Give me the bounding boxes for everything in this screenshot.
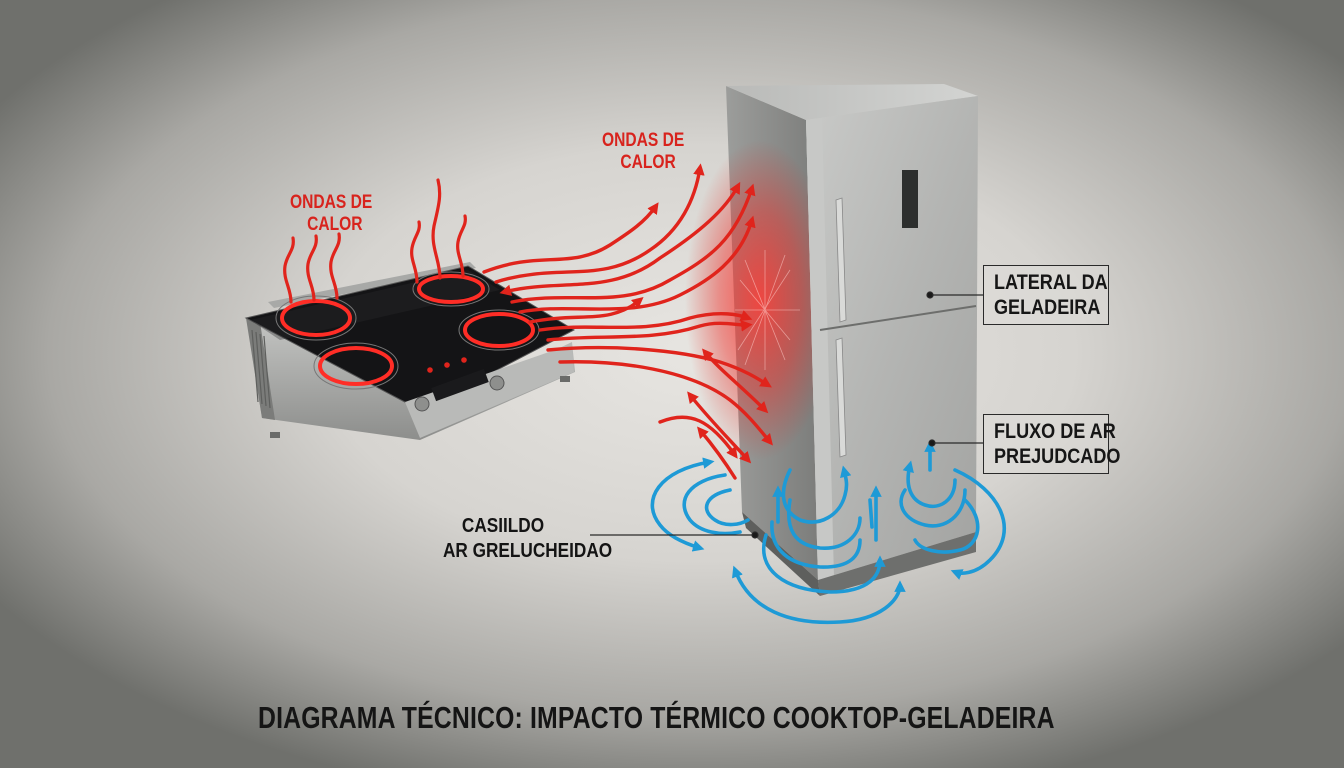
label-heat-waves-between: ONDAS DE CALOR [602,130,684,175]
cooktop [244,262,576,440]
callout-airflow-impaired: FLUXO DE AR PREJUDCADO [983,414,1121,475]
callout-fridge-side: LATERAL DA GELADEIRA [983,265,1109,326]
cooktop-display [431,368,489,402]
callout-line: GELADEIRA [994,296,1101,320]
fridge-display [902,170,918,228]
label-line: CALOR [620,152,676,174]
callout-line: PREJUDCADO [994,445,1121,469]
label-line: ONDAS DE [290,192,373,213]
label-line: CALOR [307,214,363,236]
knob-left [414,396,430,412]
label-heat-waves-cooktop: ONDAS DE CALOR [290,192,372,237]
callout-line: AR GRELUCHEIDAO [443,540,613,562]
callout-line: LATERAL DA [994,271,1108,294]
heat-rising-lines [283,178,467,304]
callout-line: FLUXO DE AR [994,420,1116,443]
knob-right [489,375,505,391]
label-line: ONDAS DE [602,130,685,151]
callout-leaders [590,291,983,539]
burners [275,271,540,390]
refrigerator [685,84,978,596]
heat-wave-arrows [482,163,773,480]
diagram-title: DIAGRAMA TÉCNICO: IMPACTO TÉRMICO COOKTO… [258,700,1055,735]
airflow-arrows [650,440,1007,625]
callout-hot-air: CASIILDO AR GRELUCHEIDAO [443,514,640,564]
callout-line: CASIILDO [461,515,545,537]
